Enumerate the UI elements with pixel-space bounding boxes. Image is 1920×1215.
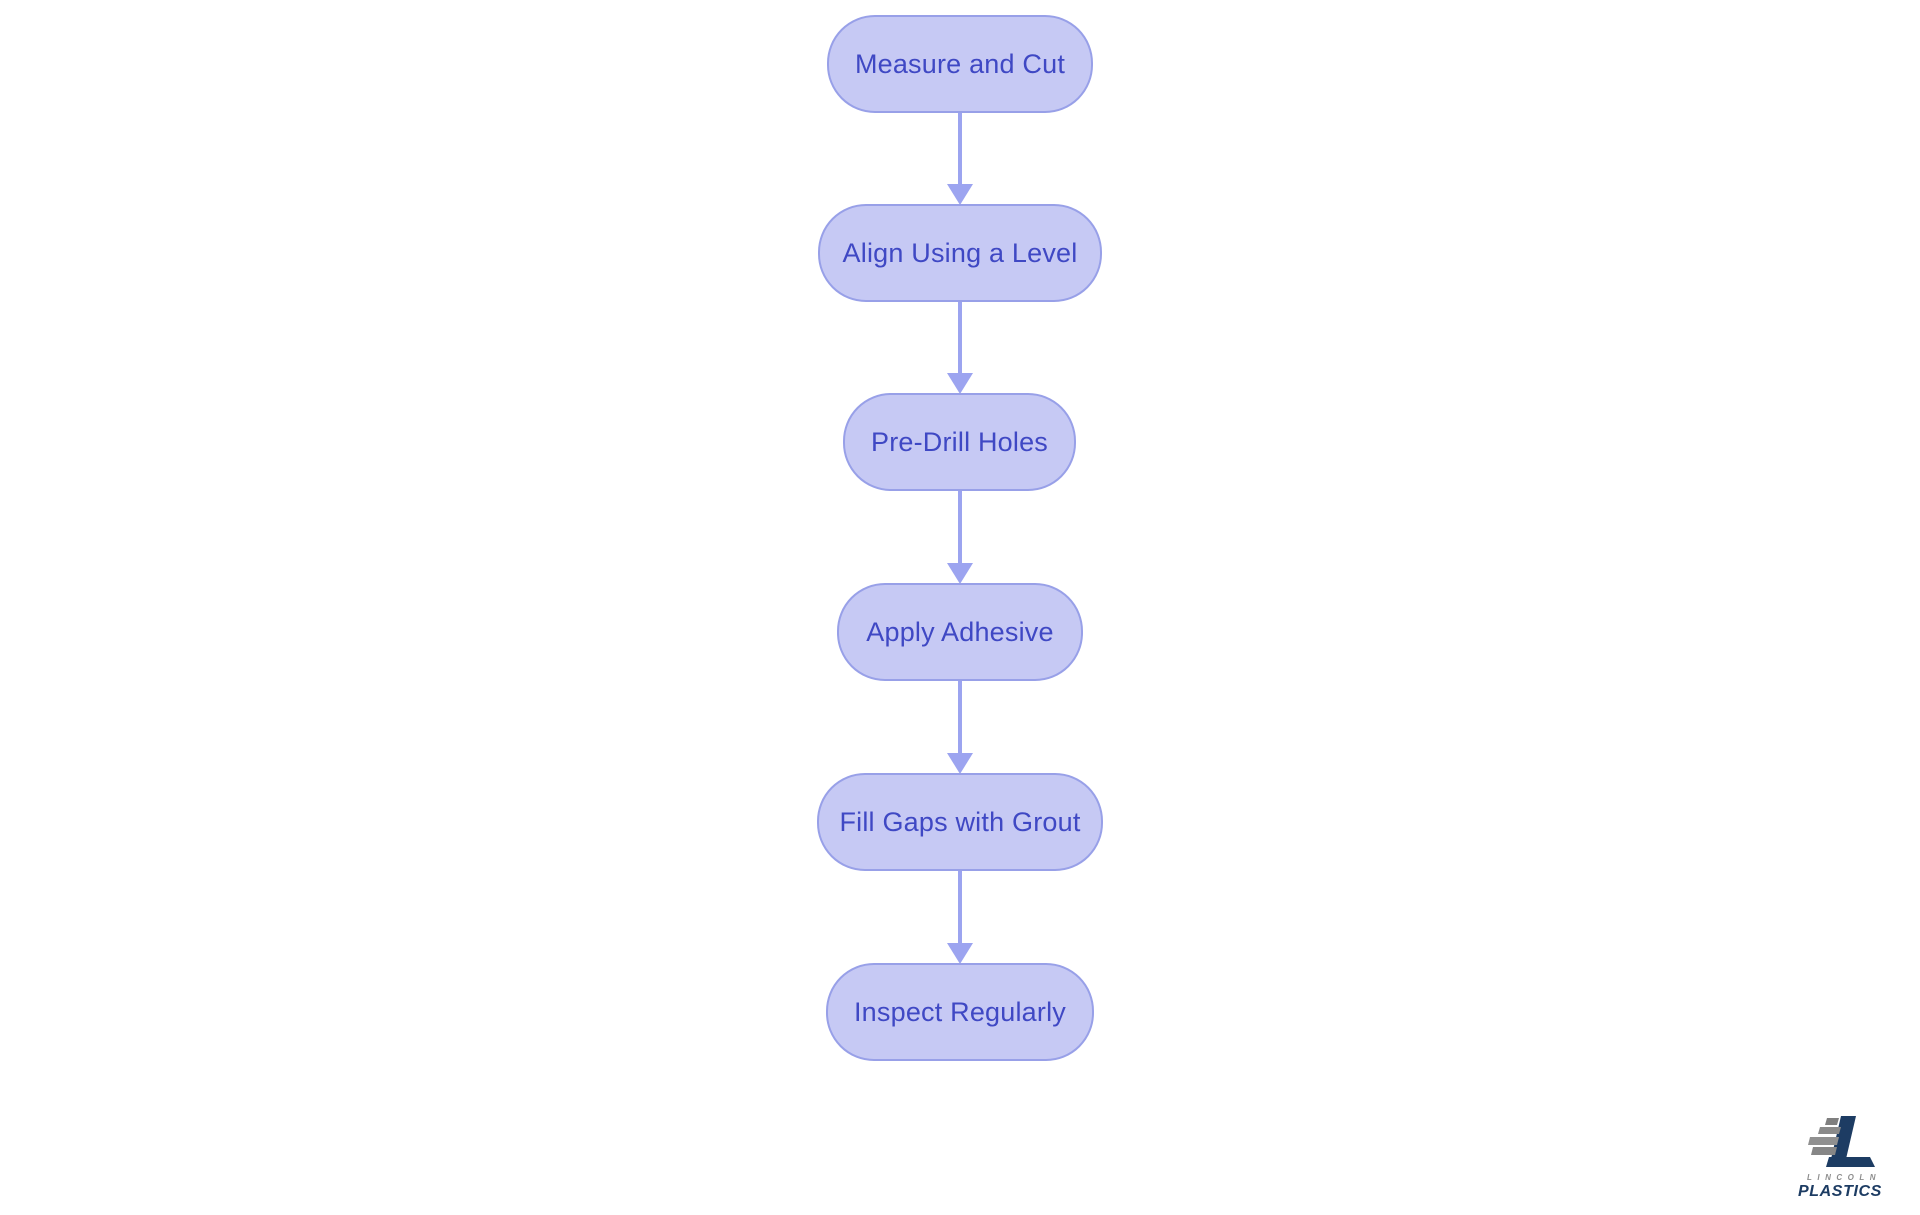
- flow-node-label: Align Using a Level: [842, 237, 1078, 268]
- flow-node-label: Fill Gaps with Grout: [839, 806, 1081, 837]
- arrow-line: [958, 302, 962, 374]
- flow-node-label: Apply Adhesive: [866, 616, 1054, 647]
- arrow-down-icon: [947, 753, 973, 774]
- logo-brand-word: PLASTICS: [1798, 1183, 1882, 1200]
- lincoln-plastics-logo: LINCOLN PLASTICS: [1794, 1114, 1896, 1201]
- flow-node-label: Inspect Regularly: [853, 996, 1066, 1027]
- flow-node-pre-drill-holes: Pre-Drill Holes: [843, 393, 1076, 491]
- flow-node-measure-and-cut: Measure and Cut: [827, 15, 1093, 113]
- logo-brand-name: LINCOLN: [1807, 1173, 1882, 1182]
- arrow-line: [958, 681, 962, 754]
- flow-node-align-using-a-level: Align Using a Level: [818, 204, 1102, 302]
- arrow-line: [958, 113, 962, 185]
- lincoln-plastics-logo-icon: [1808, 1116, 1875, 1167]
- arrow-down-icon: [947, 373, 973, 394]
- arrow-down-icon: [947, 943, 973, 964]
- arrow-down-icon: [947, 563, 973, 584]
- arrow-line: [958, 871, 962, 944]
- flow-node-apply-adhesive: Apply Adhesive: [837, 583, 1083, 681]
- flow-node-fill-gaps-with-grout: Fill Gaps with Grout: [817, 773, 1103, 871]
- arrow-line: [958, 491, 962, 564]
- flow-node-label: Measure and Cut: [854, 48, 1066, 79]
- flow-node-label: Pre-Drill Holes: [870, 426, 1049, 457]
- arrow-down-icon: [947, 184, 973, 205]
- flow-node-inspect-regularly: Inspect Regularly: [826, 963, 1094, 1061]
